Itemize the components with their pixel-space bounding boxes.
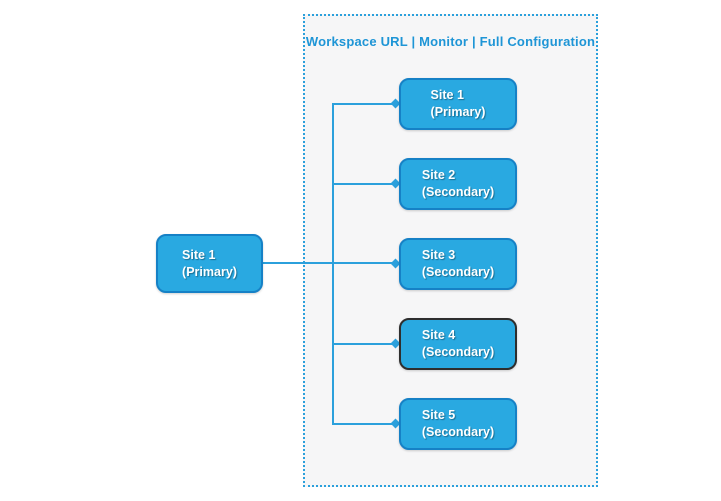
site-node-3: Site 3 (Secondary) bbox=[399, 238, 517, 290]
workspace-group-title: Workspace URL | Monitor | Full Configura… bbox=[305, 34, 596, 49]
site-node-1-label: Site 1 (Primary) bbox=[430, 88, 486, 119]
connector-branch-site4 bbox=[333, 343, 394, 345]
connector-branch-site2 bbox=[333, 183, 394, 185]
connector-main-line bbox=[263, 262, 394, 264]
site-node-3-label: Site 3 (Secondary) bbox=[421, 248, 495, 279]
site-node-2: Site 2 (Secondary) bbox=[399, 158, 517, 210]
site-node-4: Site 4 (Secondary) bbox=[399, 318, 517, 370]
connector-branch-site1 bbox=[333, 103, 394, 105]
site-node-2-label: Site 2 (Secondary) bbox=[421, 168, 495, 199]
site-node-5-label: Site 5 (Secondary) bbox=[421, 408, 495, 439]
site-node-4-label: Site 4 (Secondary) bbox=[421, 328, 495, 359]
connector-branch-site5 bbox=[333, 423, 394, 425]
primary-site-node: Site 1 (Primary) bbox=[156, 234, 263, 293]
primary-site-label: Site 1 (Primary) bbox=[182, 247, 237, 279]
site-node-1: Site 1 (Primary) bbox=[399, 78, 517, 130]
connector-trunk-line bbox=[332, 103, 334, 425]
site-node-5: Site 5 (Secondary) bbox=[399, 398, 517, 450]
